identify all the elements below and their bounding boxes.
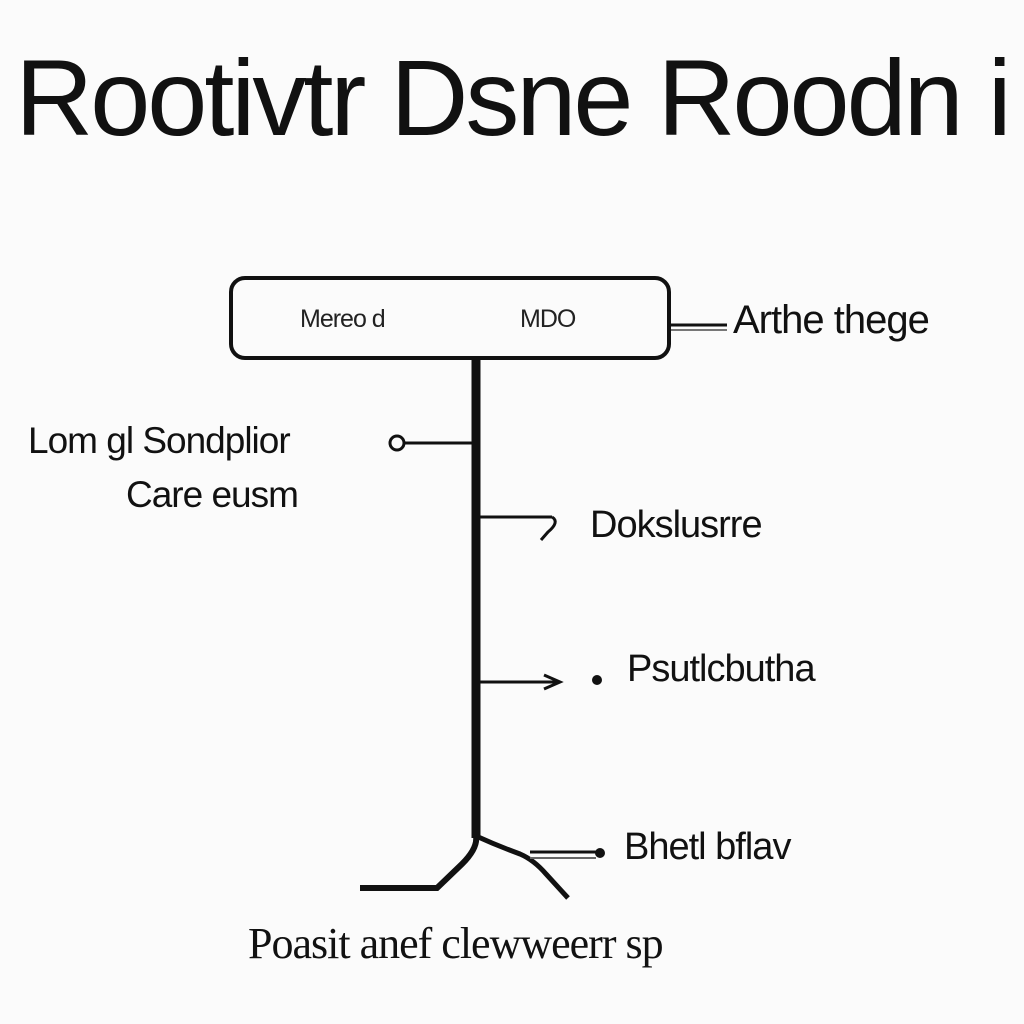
branch-left-circle bbox=[388, 434, 406, 452]
label-left-line2: Care eusm bbox=[126, 474, 299, 515]
base-right-leg bbox=[474, 833, 570, 900]
base-left-leg bbox=[360, 835, 480, 891]
branch-lower-right-arrowhead bbox=[543, 673, 564, 691]
header-box bbox=[229, 276, 671, 360]
box-left-label: Mereo d bbox=[300, 305, 386, 333]
label-bottom-right: Bhetl bflav bbox=[624, 826, 791, 868]
box-right-label: MDO bbox=[520, 305, 576, 333]
label-lower-right: Psutlcbutha bbox=[627, 648, 816, 690]
branch-bottom-right-dot bbox=[595, 848, 605, 858]
diagram-title: Rootivtr Dsne Roodn i bbox=[15, 44, 1011, 152]
branch-mid-right-hook bbox=[539, 515, 557, 541]
label-left-line1: Lom gl Sondplior bbox=[28, 420, 291, 461]
label-top-right: Arthe thege bbox=[733, 298, 930, 342]
label-mid-right: Dokslusrre bbox=[590, 504, 763, 546]
branch-lower-right-dot bbox=[592, 675, 602, 685]
label-bottom: Poasit anef clewweerr sp bbox=[248, 919, 664, 968]
